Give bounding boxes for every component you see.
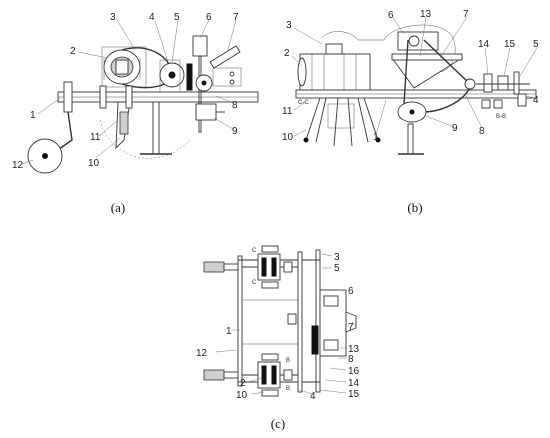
bracket-9-a xyxy=(195,103,217,121)
label-b-9: 9 xyxy=(452,123,458,134)
label-a-7: 7 xyxy=(233,12,239,23)
label-c-4: 4 xyxy=(310,391,316,402)
bracket-6-a xyxy=(192,35,208,57)
caption-c: (c) xyxy=(271,416,285,431)
label-c-16: 16 xyxy=(348,366,360,377)
label-a-8: 8 xyxy=(232,100,238,111)
label-a-3: 3 xyxy=(110,12,116,23)
panel-c-top-view: C C B B xyxy=(196,245,360,431)
cutting-plate-c xyxy=(311,325,319,355)
section-b-top-label: B xyxy=(286,358,290,364)
label-c-3: 3 xyxy=(334,252,340,263)
label-c-15: 15 xyxy=(348,389,360,400)
label-b-4: 4 xyxy=(533,95,539,106)
frame-rail-left-c xyxy=(237,255,243,387)
label-c-8: 8 xyxy=(348,354,354,365)
panel-b-front-view: B-B C-C xyxy=(282,9,539,215)
rotor-group-top-c xyxy=(203,245,298,289)
label-a-10: 10 xyxy=(88,158,100,169)
motor-housing-b xyxy=(299,53,371,91)
label-b-6: 6 xyxy=(388,10,394,21)
triangle-frame-b xyxy=(391,57,464,89)
label-c-7: 7 xyxy=(348,322,354,333)
label-b-15: 15 xyxy=(504,39,516,50)
support-post-a xyxy=(152,101,160,155)
label-b-2: 2 xyxy=(284,48,290,59)
caption-b: (b) xyxy=(407,200,422,215)
label-c-14: 14 xyxy=(348,378,360,389)
frame-rail-right-c xyxy=(315,249,321,393)
label-b-1: 1 xyxy=(373,132,379,143)
main-shaft-c xyxy=(297,251,303,393)
cutting-plate-a xyxy=(186,63,193,91)
label-b-11: 11 xyxy=(282,106,293,117)
label-c-5: 5 xyxy=(334,263,340,274)
hitch-a xyxy=(63,81,73,113)
label-a-12: 12 xyxy=(12,160,24,171)
label-b-10: 10 xyxy=(282,132,294,143)
label-a-11: 11 xyxy=(90,132,101,143)
rotor-group-bottom-c xyxy=(203,353,298,397)
section-c-bottom-label: C xyxy=(252,280,257,286)
section-b-b: B-B xyxy=(496,114,506,120)
label-c-1: 1 xyxy=(226,326,232,337)
label-a-9: 9 xyxy=(232,126,238,137)
label-a-6: 6 xyxy=(206,12,212,23)
label-c-2: 2 xyxy=(240,378,246,389)
label-b-7: 7 xyxy=(463,9,469,20)
label-a-2: 2 xyxy=(70,46,76,57)
label-a-5: 5 xyxy=(174,12,180,23)
section-c-top-label: C xyxy=(252,248,257,254)
label-b-5: 5 xyxy=(533,39,539,50)
label-c-12: 12 xyxy=(196,348,208,359)
label-b-8: 8 xyxy=(479,126,485,137)
label-a-1: 1 xyxy=(30,110,36,121)
label-b-14: 14 xyxy=(478,39,490,50)
label-c-6: 6 xyxy=(348,286,354,297)
blade-assembly-b xyxy=(303,97,381,147)
caption-a: (a) xyxy=(111,200,125,215)
label-b-13: 13 xyxy=(420,9,432,20)
label-a-4: 4 xyxy=(149,12,155,23)
link-arm-7-a xyxy=(209,45,241,69)
section-b-bottom-label: B xyxy=(286,386,290,392)
panel-a-side-view: 1 2 3 4 5 6 7 8 9 10 11 12 (a) xyxy=(12,12,259,215)
label-c-13: 13 xyxy=(348,344,360,355)
label-c-10: 10 xyxy=(236,390,248,401)
label-b-3: 3 xyxy=(286,20,292,31)
